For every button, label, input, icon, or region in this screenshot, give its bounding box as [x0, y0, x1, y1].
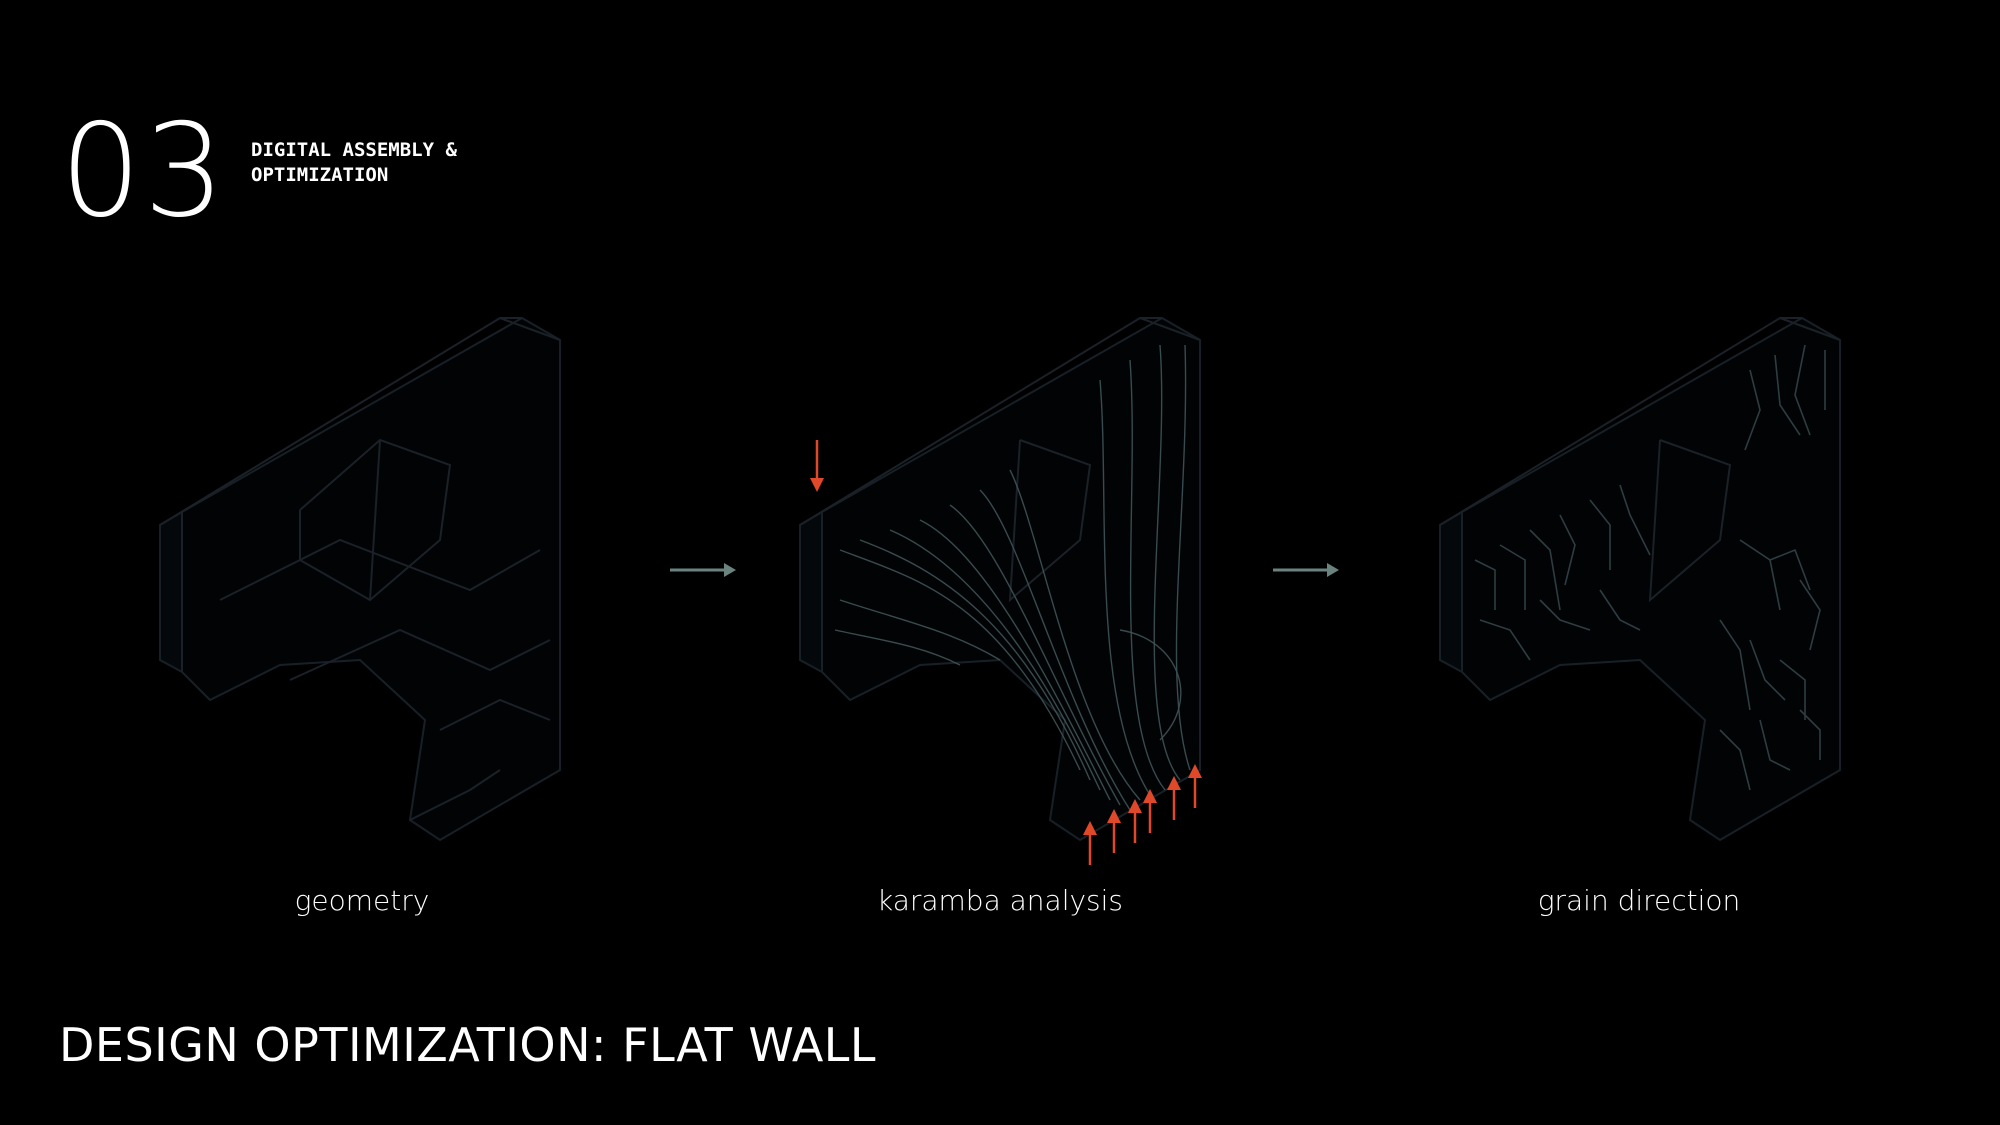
- section-number: 03: [60, 97, 227, 246]
- process-arrow-1: [670, 563, 736, 577]
- section-title: DIGITAL ASSEMBLY & OPTIMIZATION: [251, 138, 457, 188]
- wall-geometry: [799, 316, 1201, 842]
- karamba-analysis-diagram: [799, 316, 1202, 865]
- geometry-wall-diagram: [159, 316, 561, 842]
- caption-geometry: geometry: [294, 884, 430, 917]
- caption-grain-direction: grain direction: [1537, 884, 1741, 917]
- caption-karamba-analysis: karamba analysis: [876, 884, 1124, 917]
- stress-flow-lines: [834, 344, 1191, 811]
- section-title-line2: OPTIMIZATION: [251, 164, 389, 186]
- wall-geometry: [159, 316, 561, 842]
- section-title-line1: DIGITAL ASSEMBLY &: [251, 139, 457, 161]
- process-arrow-2: [1273, 563, 1339, 577]
- grain-direction-diagram: [1439, 316, 1841, 842]
- support-reaction-arrows: [1083, 764, 1202, 865]
- load-arrow-top: [810, 440, 824, 492]
- page-title: DESIGN OPTIMIZATION: FLAT WALL: [59, 1018, 877, 1072]
- grain-pattern-lines: [1474, 344, 1826, 791]
- wall-geometry: [1439, 316, 1841, 842]
